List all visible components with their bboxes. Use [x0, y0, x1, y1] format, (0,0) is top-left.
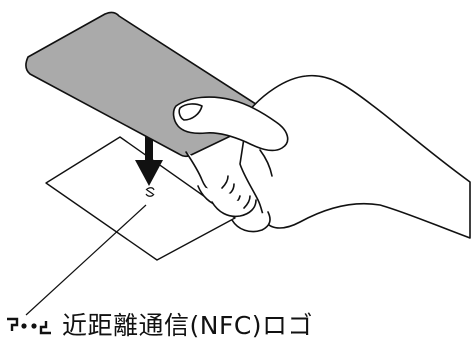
caption: 近距離通信(NFC)ロゴ — [4, 309, 313, 343]
nfc-mark-on-area — [145, 187, 155, 197]
leader-line — [25, 204, 147, 316]
hand — [172, 74, 471, 239]
down-arrow-icon — [135, 128, 163, 186]
nfc-touch-area — [45, 136, 236, 261]
nfc-logo-icon — [7, 317, 51, 335]
caption-text: 近距離通信(NFC)ロゴ — [62, 311, 314, 340]
